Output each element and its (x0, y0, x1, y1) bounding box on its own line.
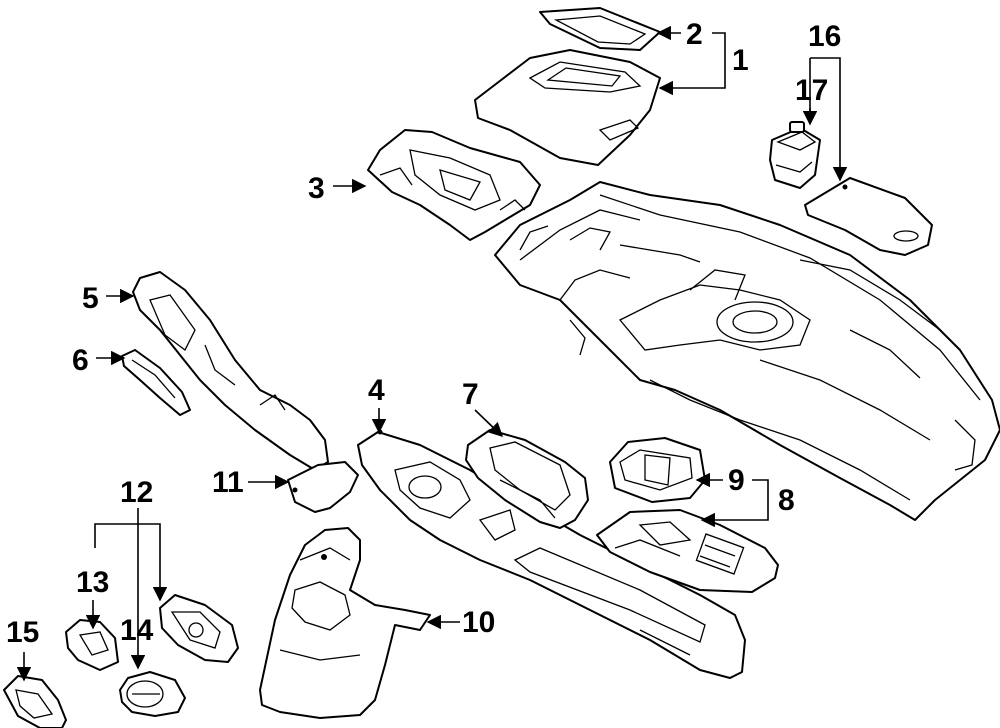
callout-12: 12 (120, 476, 153, 509)
leader-12-a (94, 508, 139, 548)
leader-12-b (138, 523, 168, 602)
callout-4: 4 (368, 374, 385, 407)
callout-13: 13 (76, 566, 109, 599)
leader-16-a (810, 57, 848, 182)
part-9-control-unit (609, 437, 706, 503)
callout-5: 5 (82, 282, 99, 315)
part-15-handle (3, 675, 67, 728)
callout-17: 17 (795, 74, 828, 107)
part-17-switch (769, 121, 821, 189)
callout-6: 6 (72, 344, 89, 377)
part-3-bracket (367, 129, 541, 241)
leader-lines (16, 25, 848, 682)
callout-14: 14 (120, 614, 154, 647)
callout-9: 9 (728, 464, 745, 497)
callout-15: 15 (6, 616, 39, 649)
part-1-upper-panel (474, 49, 661, 166)
part-6-trim-piece (121, 349, 191, 416)
part-14-knob (119, 671, 186, 717)
part-13-switch (65, 619, 119, 671)
part-5-left-trim (132, 271, 329, 471)
part-16-cover (804, 177, 933, 256)
callout-7: 7 (462, 378, 479, 411)
part-2-bezel (539, 7, 661, 51)
part-8-switch-panel (596, 509, 779, 593)
callout-16: 16 (808, 20, 841, 53)
leader-1-bracket (700, 32, 726, 89)
part-10-console (259, 527, 431, 719)
part-7-module (465, 429, 589, 529)
callout-8: 8 (778, 484, 795, 517)
instrument-panel-frame (494, 181, 1000, 521)
callout-3: 3 (308, 172, 325, 205)
callout-2: 2 (686, 18, 703, 51)
part-11-cover (287, 461, 359, 513)
callout-labels: 1 2 3 4 5 6 7 8 9 10 11 12 13 14 15 16 1… (6, 18, 841, 649)
leader-8-bracket (720, 479, 769, 521)
leader-7 (474, 409, 504, 437)
callout-1: 1 (732, 44, 749, 77)
part-12-switch-assembly (159, 594, 239, 663)
callout-10: 10 (462, 606, 495, 639)
callout-11: 11 (212, 466, 244, 499)
